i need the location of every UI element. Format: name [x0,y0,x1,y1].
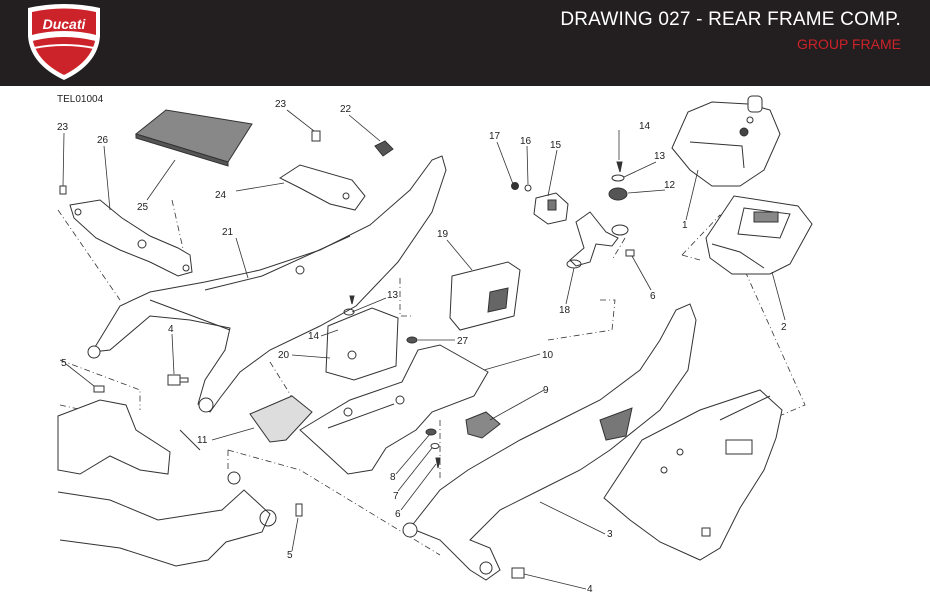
part-26-bracket[interactable] [69,199,193,277]
callout-12[interactable]: 12 [664,180,676,191]
callout-18[interactable]: 18 [559,305,571,316]
part-2-ecu[interactable] [705,195,813,275]
part-1-cover[interactable] [671,95,781,187]
part-19-cover[interactable] [449,261,521,331]
license-plate-holder [603,389,783,561]
callout-5[interactable]: 5 [287,550,293,561]
callout-15[interactable]: 15 [550,140,562,151]
part-10-undertray[interactable] [299,344,489,475]
drawing-code: TEL01004 [57,94,104,105]
callout-3[interactable]: 3 [607,529,613,540]
callout-1[interactable]: 1 [682,220,688,231]
callout-6[interactable]: 6 [650,291,656,302]
logo-wordmark: Ducati [43,16,87,32]
part-18-bracket[interactable] [566,211,629,269]
part-7-washer[interactable] [430,443,440,449]
callout-16[interactable]: 16 [520,136,532,147]
group-subtitle: GROUP FRAME [797,36,901,52]
part-11-trim[interactable] [249,395,313,443]
callout-21[interactable]: 21 [222,227,234,238]
callout-13[interactable]: 13 [654,151,666,162]
part-23-bolt-top[interactable] [311,130,321,142]
callout-11[interactable]: 11 [197,435,208,446]
callout-22[interactable]: 22 [340,104,352,115]
callout-14[interactable]: 14 [308,331,320,342]
callout-7[interactable]: 7 [393,491,399,502]
callout-6[interactable]: 6 [395,509,401,520]
part-6-screw-right[interactable] [625,249,635,257]
callout-27[interactable]: 27 [457,336,469,347]
part-5-bolt-left[interactable] [93,385,105,393]
callout-19[interactable]: 19 [437,229,449,240]
leader-lines [62,109,786,590]
part-9-pad[interactable] [465,411,501,439]
part-21-rear-frame[interactable] [87,155,447,413]
exploded-diagram: 23 26 25 23 22 24 21 17 16 15 14 13 12 1… [57,95,813,595]
part-13-washer-mid[interactable] [343,308,355,316]
part-25-manual[interactable] [134,109,253,167]
part-4-bolt-lower[interactable] [511,567,525,579]
page-title: DRAWING 027 - REAR FRAME COMP. [560,9,901,30]
callout-26[interactable]: 26 [97,135,109,146]
callout-4[interactable]: 4 [168,324,174,335]
part-6-screw-lower[interactable] [435,457,441,469]
part-20-bracket[interactable] [325,307,399,381]
callout-9[interactable]: 9 [543,385,549,396]
part-14-screw-top[interactable] [616,161,623,173]
callout-13[interactable]: 13 [387,290,399,301]
part-14-screw-mid[interactable] [349,295,355,305]
callout-2[interactable]: 2 [781,322,787,333]
callout-24[interactable]: 24 [215,190,227,201]
part-16-washer[interactable] [524,184,532,192]
callout-10[interactable]: 10 [542,350,554,361]
part-4-bolt-left[interactable] [167,374,189,386]
part-5-bolt-lower[interactable] [295,503,303,517]
part-23-bolt-left[interactable] [59,185,67,195]
callout-20[interactable]: 20 [278,350,290,361]
callout-17[interactable]: 17 [489,131,501,142]
callout-4[interactable]: 4 [587,584,593,595]
callout-23[interactable]: 23 [275,99,287,110]
part-15-sensor[interactable] [533,192,569,225]
header-bar: Ducati DRAWING 027 - REAR FRAME COMP. GR… [0,0,930,86]
callout-5[interactable]: 5 [61,358,67,369]
callout-14[interactable]: 14 [639,121,651,132]
part-12-grommet[interactable] [608,187,628,201]
callout-labels: 23 26 25 23 22 24 21 17 16 15 14 13 12 1… [57,99,787,595]
part-3-subframe[interactable] [402,303,697,581]
part-24-bracket[interactable] [278,164,366,211]
part-17-nut[interactable] [511,182,519,190]
callout-23[interactable]: 23 [57,122,69,133]
main-frame-section [57,399,277,567]
callout-8[interactable]: 8 [390,472,396,483]
part-13-washer-top[interactable] [611,174,625,182]
ducati-logo[interactable]: Ducati [22,2,106,82]
callout-25[interactable]: 25 [137,202,149,213]
part-27-grommet[interactable] [406,336,418,344]
part-22-bush[interactable] [374,140,394,157]
part-8-grommet[interactable] [425,428,437,436]
